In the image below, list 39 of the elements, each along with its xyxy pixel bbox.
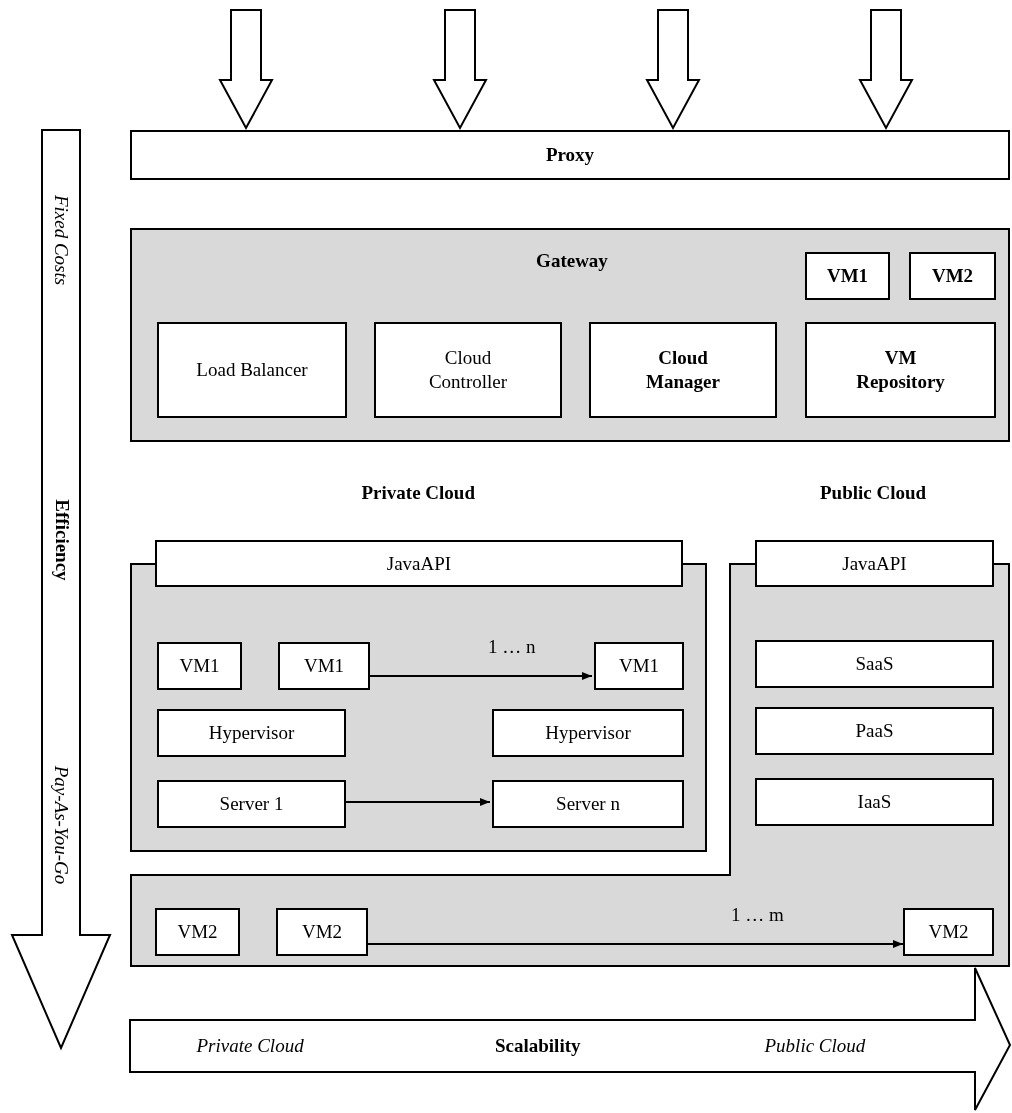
block-arrow bbox=[858, 9, 914, 131]
process-box: VM1 bbox=[805, 252, 890, 300]
arrow bbox=[343, 798, 491, 806]
block-arrow bbox=[432, 9, 488, 131]
axis-label: Public Cloud bbox=[764, 1035, 866, 1057]
process-box: VM2 bbox=[155, 908, 240, 956]
process-box: Load Balancer bbox=[157, 322, 347, 418]
axis-label: Private Cloud bbox=[196, 1035, 304, 1057]
process-box: Cloud Manager bbox=[589, 322, 777, 418]
process-box: JavaAPI bbox=[155, 540, 683, 587]
axis-label: Fixed Costs bbox=[50, 194, 73, 286]
process-box: VM Repository bbox=[805, 322, 996, 418]
arrow bbox=[367, 940, 904, 948]
section-heading: Gateway bbox=[535, 250, 609, 272]
process-box: Proxy bbox=[130, 130, 1010, 180]
axis-label: Pay-As-You-Go bbox=[49, 765, 72, 885]
process-box: VM1 bbox=[278, 642, 370, 690]
section-heading: Public Cloud bbox=[820, 482, 927, 504]
process-box: Server 1 bbox=[157, 780, 346, 828]
process-box: PaaS bbox=[755, 707, 994, 755]
section-heading: Private Cloud bbox=[361, 482, 475, 504]
arrow bbox=[367, 672, 593, 680]
process-box: VM1 bbox=[157, 642, 242, 690]
block-arrow bbox=[645, 9, 701, 131]
process-box: Cloud Controller bbox=[374, 322, 562, 418]
process-box: VM2 bbox=[903, 908, 994, 956]
process-box: Hypervisor bbox=[157, 709, 346, 757]
process-box: JavaAPI bbox=[755, 540, 994, 587]
process-box: VM1 bbox=[594, 642, 684, 690]
process-box: VM2 bbox=[276, 908, 368, 956]
process-box: SaaS bbox=[755, 640, 994, 688]
process-box: VM2 bbox=[909, 252, 996, 300]
process-box: Hypervisor bbox=[492, 709, 684, 757]
axis-label: Efficiency bbox=[50, 499, 73, 581]
process-box: IaaS bbox=[755, 778, 994, 826]
block-arrow bbox=[218, 9, 274, 131]
axis-label: Scalability bbox=[495, 1035, 581, 1057]
process-box: Server n bbox=[492, 780, 684, 828]
region-panel bbox=[130, 228, 1010, 442]
